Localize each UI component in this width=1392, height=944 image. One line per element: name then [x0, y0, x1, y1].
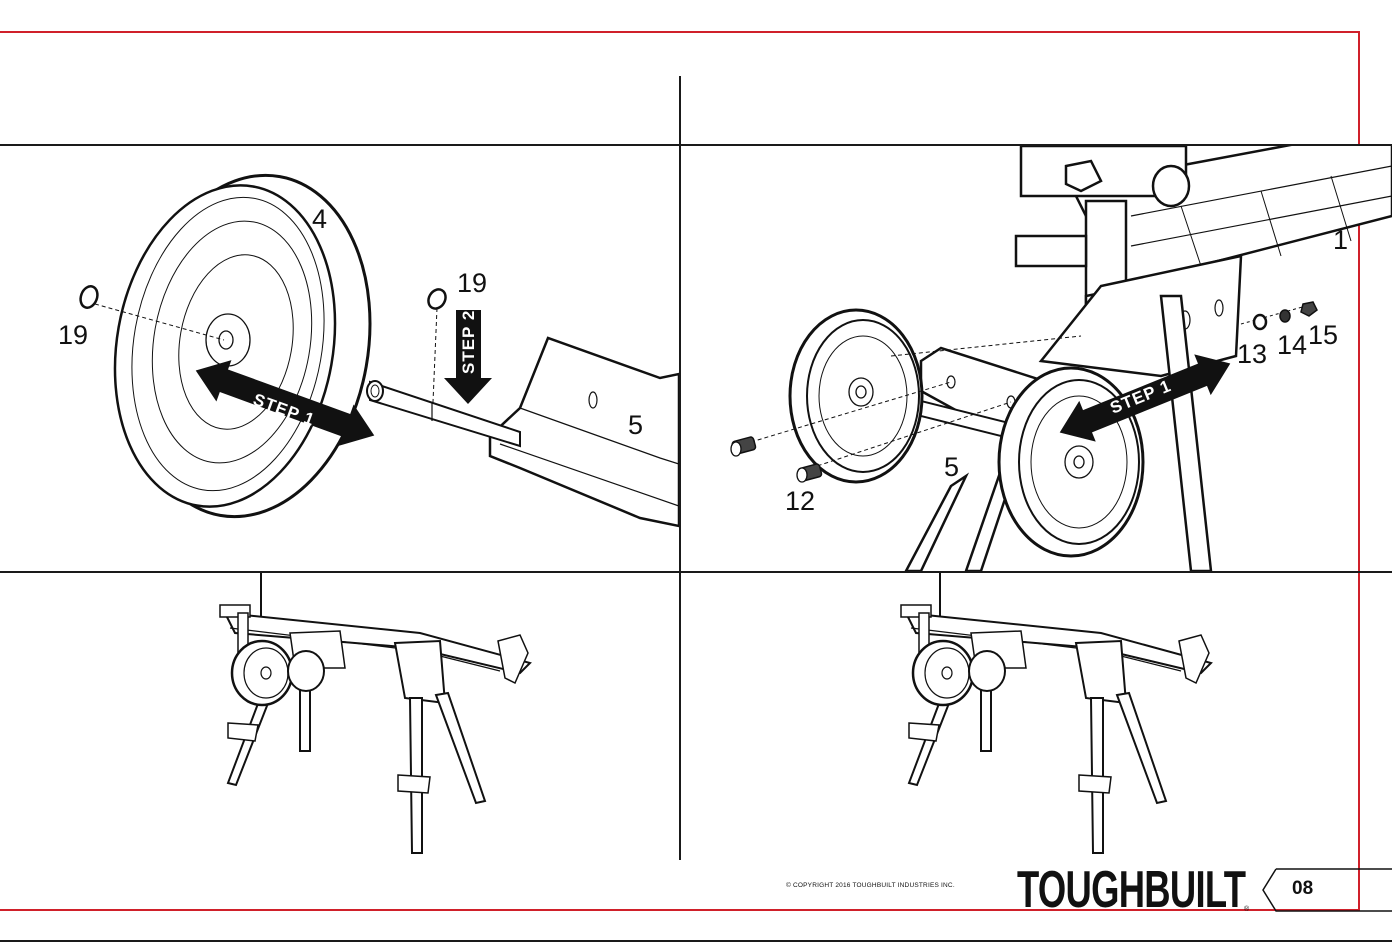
step2-label: STEP 2 [459, 310, 478, 374]
callout-leg: 5 [628, 410, 643, 440]
stand-overview-left [0, 573, 679, 860]
callout-nut: 15 [1308, 320, 1338, 350]
callout-lock-washer: 14 [1277, 330, 1307, 360]
step1-label: STEP 1 [251, 390, 318, 430]
panel-wheel-assembly: 1 13 14 15 12 5 STEP 1 [681, 146, 1392, 571]
bottom-rule [0, 940, 1392, 942]
page-number-tab [1262, 868, 1392, 912]
callout-leg-assembly: 5 [944, 452, 959, 482]
wheel-detail-labels: 4 19 19 5 STEP 1 STEP 2 [0, 146, 679, 571]
panel-stand-overview-right [681, 573, 1360, 860]
brand-logo: TOUGHBUILT [1017, 865, 1245, 915]
callout-clip-left: 19 [58, 320, 88, 350]
callout-washer: 13 [1237, 339, 1267, 369]
registered-mark: ® [1244, 906, 1249, 913]
callout-frame: 1 [1333, 225, 1348, 255]
callout-clip-right: 19 [457, 268, 487, 298]
callout-bolt: 12 [785, 486, 815, 516]
panel-wheel-detail: 4 19 19 5 STEP 1 STEP 2 [0, 146, 679, 571]
stand-overview-right [681, 573, 1360, 860]
panel-stand-overview-left [0, 573, 679, 860]
copyright-notice: © COPYRIGHT 2016 TOUGHBUILT INDUSTRIES I… [786, 882, 955, 889]
step1-label-assembly: STEP 1 [1107, 376, 1174, 418]
wheel-assembly-labels: 1 13 14 15 12 5 STEP 1 [681, 146, 1392, 571]
callout-wheel: 4 [312, 204, 327, 234]
page-number: 08 [1292, 878, 1313, 900]
